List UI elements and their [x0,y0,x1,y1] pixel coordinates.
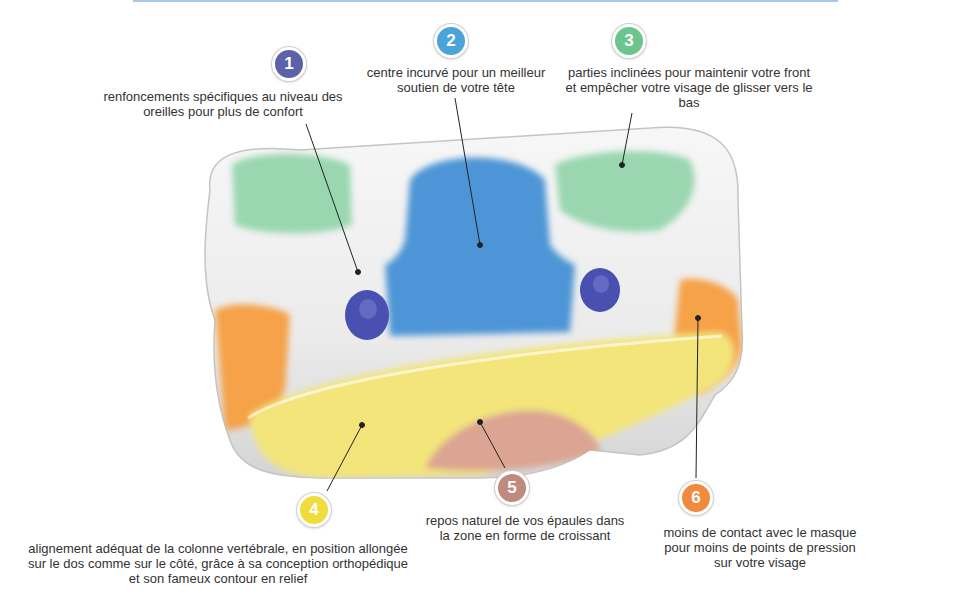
callout-number: 2 [437,31,465,51]
green-zone [555,151,695,232]
leader-dot [696,316,701,321]
leader-dot [478,420,483,425]
pillow-zones [215,151,742,478]
top-rule [133,0,838,2]
ear-recess [359,299,377,319]
callout-text: moins de contact avec le masque pour moi… [662,525,858,570]
callout-number: 6 [682,488,710,508]
leader-line [622,113,632,165]
leader-dot [360,423,365,428]
callout-text: renfoncements spécifiques au niveau des … [98,89,348,119]
blue-zone [385,158,575,337]
leader-dot [478,243,483,248]
leader-lines [306,98,701,491]
callout-circle: 4alignement adéquat de la colonne vertéb… [297,493,331,527]
ear-recess [580,268,620,312]
callout-number: 4 [300,500,328,520]
callout-circle: 5repos naturel de vos épaules dans la zo… [495,471,529,505]
leader-line [696,318,698,478]
pillow-body [205,127,742,478]
callout-circle: 2centre incurvé pour un meilleur soutien… [434,24,468,58]
leader-line [327,425,362,491]
callout-number: 1 [275,54,303,74]
leader-line [306,124,358,272]
leader-dot [356,270,361,275]
yellow-zone [250,332,734,478]
callout-circle: 1renfoncements spécifiques au niveau des… [272,47,306,81]
callout-number: 3 [615,31,643,51]
callout-circle: 3parties inclinées pour maintenir votre … [612,24,646,58]
pink-zone [425,411,600,471]
ear-recess [593,275,609,293]
callout-text: parties inclinées pour maintenir votre f… [564,65,814,110]
callout-text: repos naturel de vos épaules dans la zon… [425,513,625,543]
leader-dot [620,163,625,168]
callout-number: 5 [498,478,526,498]
roll-highlight [248,336,722,418]
callout-text: alignement adéquat de la colonne vertébr… [23,541,413,586]
leader-line [455,98,480,245]
callout-circle: 6moins de contact avec le masque pour mo… [679,481,713,515]
leader-line [480,422,505,468]
callout-text: centre incurvé pour un meilleur soutien … [356,65,556,95]
ear-recess [345,290,389,340]
green-zone [232,154,352,234]
